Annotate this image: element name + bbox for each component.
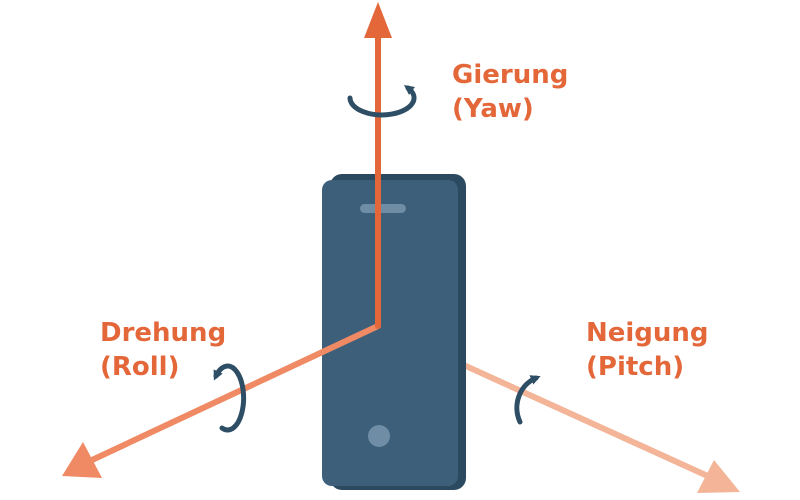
pitch-label: Neigung (Pitch) bbox=[586, 316, 709, 384]
roll-label-english: (Roll) bbox=[100, 352, 180, 382]
yaw-axis-arrowhead bbox=[364, 2, 392, 38]
roll-axis-arrowhead bbox=[62, 442, 102, 478]
pitch-rotation-arrow-icon bbox=[514, 375, 541, 425]
smartphone-icon bbox=[322, 174, 466, 490]
phone-speaker bbox=[360, 204, 406, 213]
phone-home-button bbox=[368, 425, 390, 447]
pitch-axis-arrowhead bbox=[697, 460, 740, 493]
yaw-label: Gierung (Yaw) bbox=[452, 58, 568, 126]
phone-body bbox=[322, 180, 458, 486]
roll-label-name: Drehung bbox=[100, 318, 227, 348]
yaw-label-name: Gierung bbox=[452, 60, 569, 90]
pitch-label-english: (Pitch) bbox=[586, 352, 685, 382]
roll-axis bbox=[62, 323, 381, 478]
pitch-label-name: Neigung bbox=[586, 318, 709, 348]
roll-rotation-arrow-icon bbox=[213, 363, 247, 433]
yaw-axis bbox=[364, 2, 392, 329]
roll-label: Drehung (Roll) bbox=[100, 316, 226, 384]
yaw-label-english: (Yaw) bbox=[452, 94, 534, 124]
yaw-rotation-arrow-icon bbox=[347, 85, 417, 118]
